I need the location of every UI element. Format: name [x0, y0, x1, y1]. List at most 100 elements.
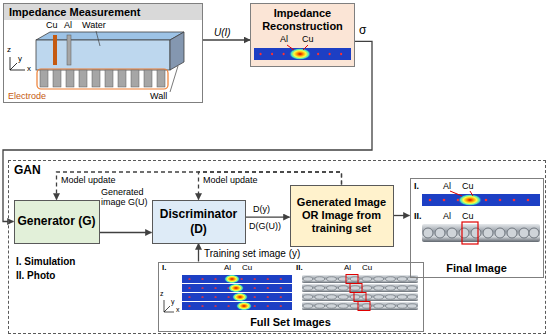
reconstruction-illustration-part: [303, 45, 308, 50]
measurement-illustration-part: [53, 70, 61, 87]
measurement-illustration-part: [170, 66, 178, 92]
final-image-illustration-part: [462, 222, 478, 244]
final-image-illustration-part: [450, 191, 462, 196]
text-block: Impedance Reconstruction: [253, 7, 352, 33]
part-label: y: [18, 54, 22, 63]
node-text: Impedance Measurement: [9, 6, 197, 19]
node-text: Full Set Images: [162, 316, 420, 329]
flow-arrow: [100, 232, 152, 233]
full-set-illustration-part: [182, 284, 292, 292]
part-label: II.: [296, 263, 303, 272]
part-label: y: [171, 298, 175, 306]
image-panel: Final Image: [410, 178, 544, 278]
full-set-illustration-part: [164, 306, 170, 312]
full-set-illustration-part: [224, 275, 240, 284]
measurement-illustration-part: [53, 35, 57, 65]
reconstruction-illustration: [250, 3, 355, 67]
measurement-illustration-part: [3, 3, 203, 20]
part-label: Cu: [46, 20, 58, 30]
part-label: Water: [82, 20, 106, 30]
flow-arrow: [246, 216, 290, 217]
node-text: Final Image: [414, 262, 540, 275]
full-set-illustration-part: [358, 302, 370, 311]
measurement-illustration-part: [36, 32, 184, 40]
full-set-illustration-part: [302, 275, 418, 283]
full-set-illustration-part: [236, 302, 252, 311]
full-set-illustration-part: [182, 275, 292, 283]
flow-arrow: [394, 215, 410, 216]
full-set-illustration-part: [302, 284, 418, 292]
full-set-illustration-part: [354, 293, 366, 302]
part-label: z: [7, 45, 11, 54]
reconstruction-illustration-part: [250, 3, 355, 67]
part-label: Al: [344, 263, 351, 272]
part-label: Cu: [362, 263, 372, 272]
panel: Impedance Measurement: [3, 3, 203, 103]
edge-label: U(I): [214, 27, 231, 39]
flow-arrow: [198, 244, 199, 262]
part-label: Cu: [242, 263, 252, 272]
node-text: Generated Image OR Image from training s…: [294, 196, 390, 235]
full-set-illustration-part: [164, 312, 174, 313]
image-panel: Full Set Images: [158, 262, 424, 332]
full-set-illustration-part: [182, 302, 292, 310]
measurement-illustration-part: [10, 63, 17, 70]
edge-label: Model update: [61, 175, 116, 185]
full-set-illustration-part: [232, 293, 248, 302]
part-label: Cu: [462, 181, 474, 191]
edge-label: Training set image (y): [204, 248, 300, 260]
process-box: Generated Image OR Image from training s…: [290, 185, 394, 247]
part-label: x: [176, 306, 180, 314]
part-label: I.: [162, 263, 166, 272]
edge-label: Generated image G(U): [101, 187, 153, 208]
final-image-illustration: [422, 191, 540, 244]
part-label: Electrode: [8, 91, 46, 101]
full-set-illustration-part: [350, 284, 362, 293]
process-box: Discriminator (D): [152, 200, 246, 244]
measurement-illustration: [3, 3, 203, 103]
part-label: Al: [280, 34, 288, 44]
part-label: x: [27, 64, 31, 73]
text-block: Final Image: [414, 262, 540, 275]
full-set-illustration-part: [302, 293, 418, 301]
final-image-illustration-part: [422, 194, 540, 206]
measurement-illustration-part: [37, 69, 168, 89]
measurement-illustration-part: [66, 70, 74, 87]
reconstruction-illustration-part: [254, 48, 351, 60]
part-label: Cu: [302, 34, 314, 44]
part-label: I.: [414, 181, 419, 191]
text-block: Generated Image OR Image from training s…: [294, 196, 390, 235]
measurement-illustration-part: [170, 32, 184, 70]
part-label: I. Simulation: [16, 256, 75, 268]
measurement-illustration-part: [10, 70, 25, 71]
part-label: Al: [224, 263, 231, 272]
flow-arrow: [203, 39, 250, 40]
text-block: Generator (G): [18, 214, 96, 228]
measurement-illustration-part: [10, 57, 11, 70]
edge-label: Model update: [203, 175, 258, 185]
node-text: Generator (G): [18, 214, 96, 228]
part-label: Al: [443, 211, 451, 221]
edge-label: σ: [359, 24, 366, 38]
full-set-illustration-part: [164, 300, 165, 312]
part-label: II.: [414, 211, 422, 221]
final-image-illustration-part: [470, 191, 473, 196]
part-label: Al: [64, 20, 72, 30]
part-label: II. Photo: [16, 270, 55, 282]
part-label: z: [160, 290, 164, 298]
measurement-illustration-part: [144, 70, 152, 87]
text-block: Full Set Images: [162, 316, 420, 329]
text-block: Discriminator (D): [156, 207, 242, 235]
measurement-illustration-part: [92, 70, 100, 87]
full-set-illustration-part: [182, 293, 292, 301]
full-set-illustration-part: [302, 302, 418, 310]
node-text: Discriminator (D): [156, 207, 242, 235]
measurement-illustration-part: [118, 70, 126, 87]
text-block: Impedance Measurement: [9, 6, 197, 19]
process-box: Generator (G): [14, 200, 100, 244]
measurement-illustration-part: [157, 70, 165, 87]
node-text: Impedance Reconstruction: [253, 7, 352, 33]
final-image-illustration-part: [422, 224, 540, 242]
reconstruction-illustration-part: [289, 48, 311, 60]
